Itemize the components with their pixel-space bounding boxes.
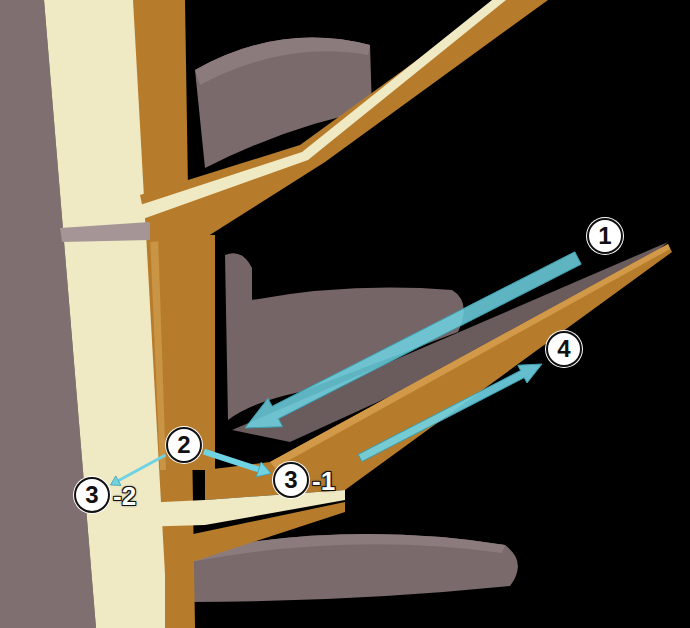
callout-number: -2 [113, 483, 136, 509]
callout-number: 2 [177, 433, 190, 457]
flow-arrow [204, 452, 271, 477]
arrow-shaft [117, 455, 166, 482]
upper-branch [140, 0, 548, 242]
callout-number: -1 [312, 468, 335, 494]
middle-branch [205, 244, 672, 500]
upper-branch-xylem [140, 0, 506, 220]
flow-arrow [245, 252, 581, 428]
callout-circle: 2 [166, 427, 202, 463]
leaf-edge [195, 38, 370, 85]
arrow-head [256, 462, 271, 477]
lower-branch [165, 502, 345, 628]
leaf [195, 38, 372, 168]
arrow-shaft [204, 452, 261, 471]
callout-circle: 4 [546, 331, 582, 367]
branch-edge [270, 244, 670, 468]
callout-number: 1 [598, 224, 611, 248]
callout-circle: 3-1 [273, 462, 309, 498]
flow-arrow [110, 455, 165, 485]
callout-number: 4 [557, 337, 570, 361]
stem-edge [150, 235, 166, 470]
callout-number: 3 [85, 483, 98, 507]
callout-number: 3 [284, 468, 297, 492]
callout-circle: 1 [587, 218, 623, 254]
stem-phloem [150, 235, 215, 470]
callout-circle: 3-2 [74, 477, 110, 513]
flow-arrow [358, 364, 542, 462]
branch-seam [60, 222, 150, 242]
